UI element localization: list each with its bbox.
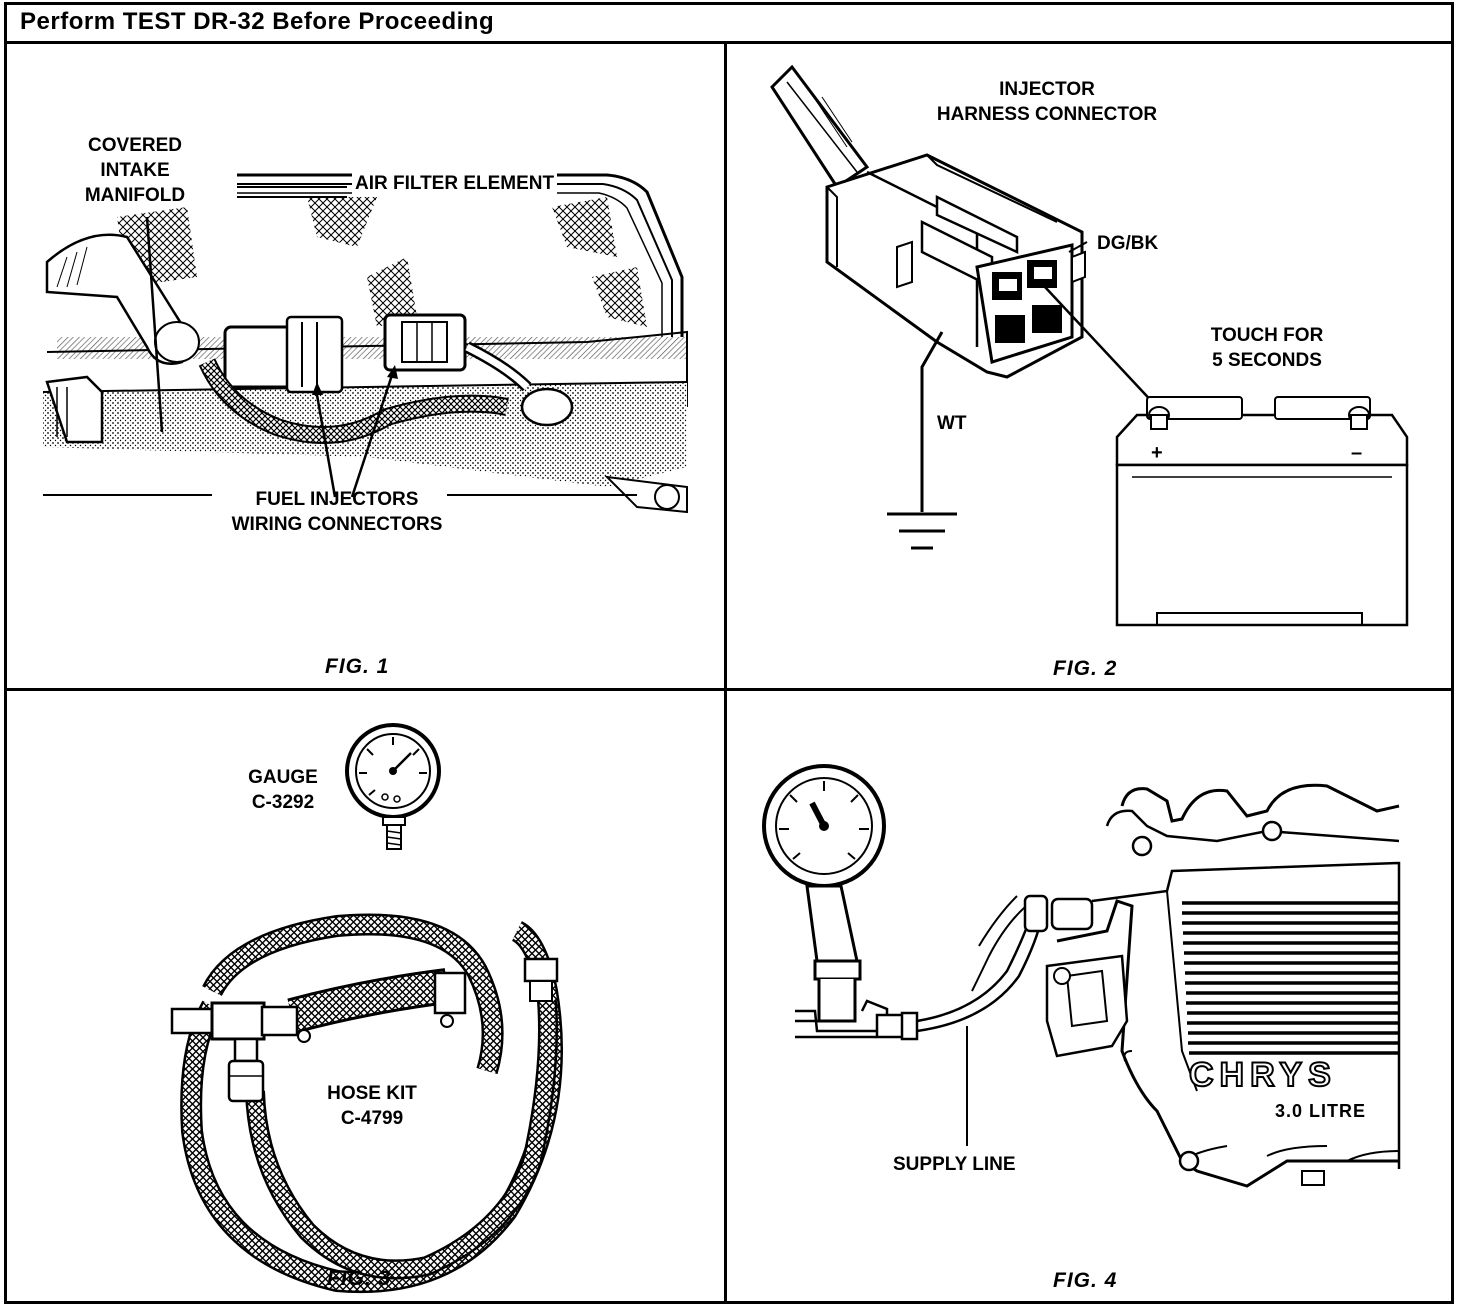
manifold-label-line3: MANIFOLD — [84, 185, 186, 206]
touch-for-5-seconds-label: TOUCH FOR 5 SECONDS — [1187, 323, 1347, 373]
touch-label-line1: TOUCH FOR — [1210, 325, 1324, 346]
air-filter-element-label: AIR FILTER ELEMENT — [352, 171, 558, 196]
fig1-illustration — [42, 173, 688, 514]
dg-bk-wire-label: DG/BK — [1097, 233, 1159, 254]
fig3-caption: FIG. 3 — [327, 1267, 392, 1290]
supply-line-label: SUPPLY LINE — [893, 1154, 1016, 1175]
fig3-illustration — [170, 723, 563, 1294]
engine-brand-text: CHRYS — [1188, 1056, 1337, 1094]
fig1-panel: COVERED INTAKE MANIFOLD AIR FILTER ELEME… — [7, 47, 724, 688]
page-frame — [4, 2, 1454, 1304]
fuel-injectors-label: FUEL INJECTORS WIRING CONNECTORS — [197, 487, 477, 537]
connectors-label-line2: WIRING CONNECTORS — [231, 514, 443, 535]
injector-harness-connector-label: INJECTOR HARNESS CONNECTOR — [907, 77, 1187, 127]
connector-label-line1: INJECTOR — [999, 79, 1095, 100]
fig2-panel: INJECTOR HARNESS CONNECTOR DG/BK TOUCH F… — [727, 47, 1454, 688]
vertical-divider — [724, 44, 727, 1304]
engine-size-text: 3.0 LITRE — [1275, 1101, 1367, 1121]
fig4-illustration — [762, 764, 1401, 1188]
gauge-label: GAUGE C-3292 — [233, 765, 333, 815]
horizontal-divider — [4, 688, 1454, 691]
fig2-illustration — [770, 64, 1409, 627]
connectors-label-line1: FUEL INJECTORS — [255, 489, 419, 510]
hose-kit-label: HOSE KIT C-4799 — [307, 1081, 437, 1131]
fig4-caption: FIG. 4 — [1053, 1269, 1118, 1292]
fig2-caption: FIG. 2 — [1053, 657, 1118, 680]
battery-negative-sign: – — [1351, 442, 1363, 464]
fig3-panel: GAUGE C-3292 HOSE KIT C-4799 FIG. 3 — [7, 691, 724, 1304]
header-bar: Perform TEST DR-32 Before Proceeding — [4, 2, 1454, 44]
hose-label-line2: C-4799 — [340, 1108, 404, 1129]
hose-label-line1: HOSE KIT — [327, 1083, 417, 1104]
manifold-fins — [1182, 901, 1399, 1055]
covered-intake-manifold-label: COVERED INTAKE MANIFOLD — [65, 133, 205, 208]
manifold-label-line2: INTAKE — [100, 160, 170, 181]
fig4-panel: CHRYS 3.0 LITRE SUPPLY LINE FIG. 4 — [727, 691, 1454, 1304]
battery-positive-sign: + — [1151, 442, 1163, 464]
fig1-caption: FIG. 1 — [325, 655, 390, 678]
wt-wire-label: WT — [937, 413, 967, 434]
gauge-label-line1: GAUGE — [248, 767, 318, 788]
connector-label-line2: HARNESS CONNECTOR — [936, 104, 1158, 125]
touch-label-line2: 5 SECONDS — [1212, 350, 1322, 371]
gauge-label-line2: C-3292 — [251, 792, 315, 813]
manifold-label-line1: COVERED — [88, 135, 182, 156]
page-title: Perform TEST DR-32 Before Proceeding — [20, 8, 495, 35]
